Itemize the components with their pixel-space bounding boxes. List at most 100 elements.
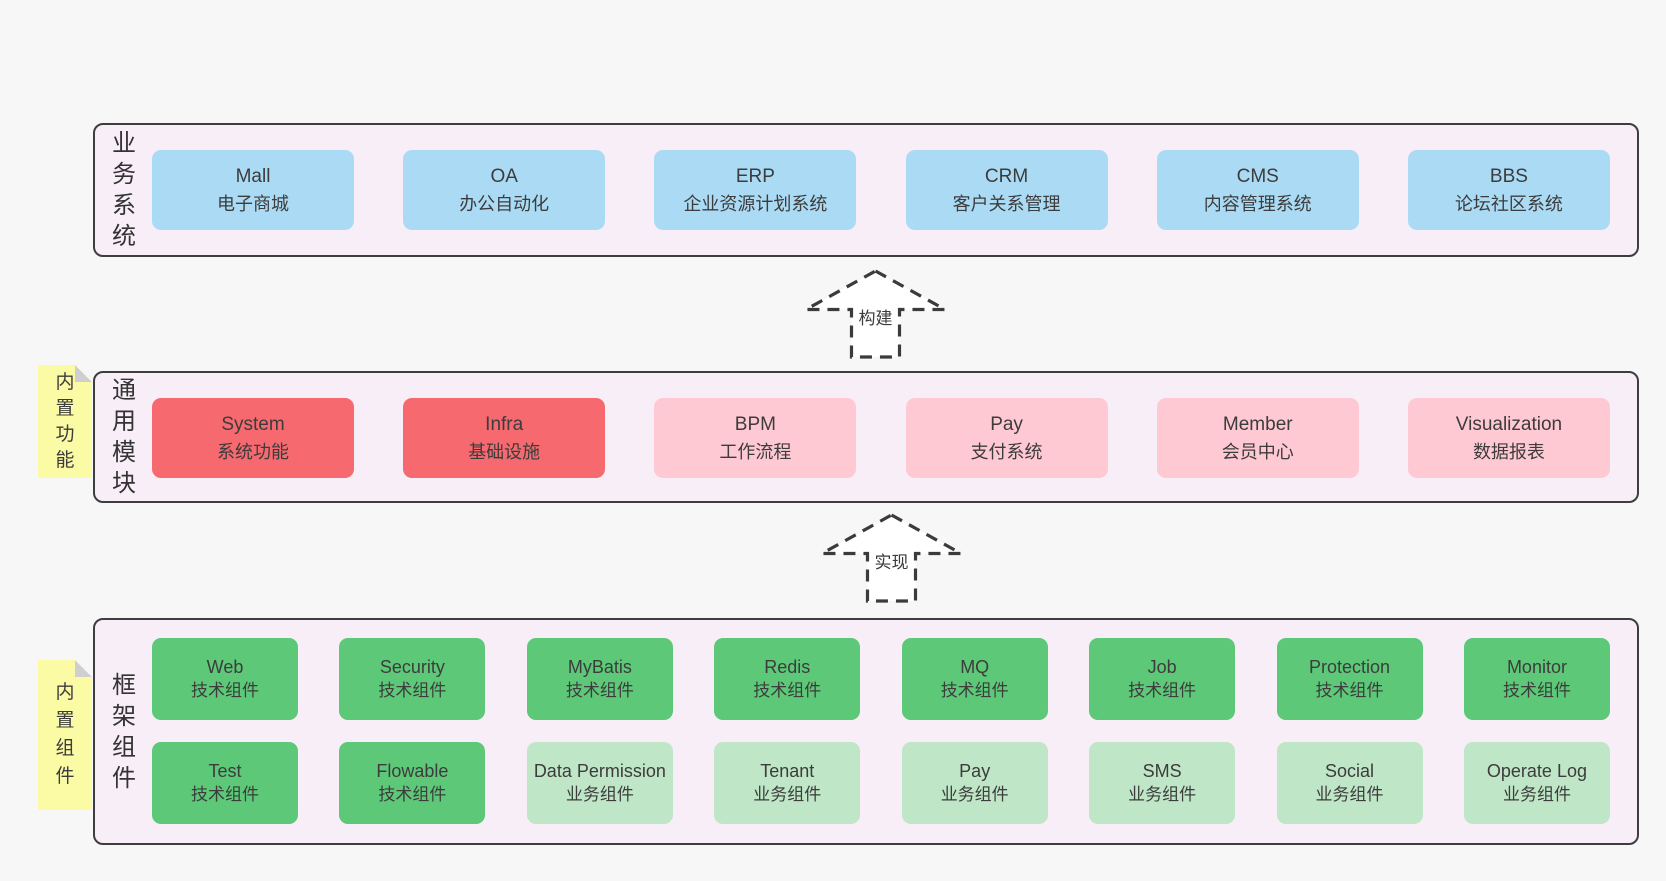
box-system: System 系统功能	[152, 398, 354, 478]
box-mybatis: MyBatis 技术组件	[526, 638, 673, 720]
box-en-label: Test	[208, 761, 242, 781]
box-web: Web 技术组件	[152, 638, 298, 720]
box-zh-label: 数据报表	[1472, 441, 1545, 462]
box-operate-log: Operate Log 业务组件	[1463, 742, 1610, 824]
box-zh-label: 技术组件	[565, 681, 634, 700]
box-social: Social 业务组件	[1276, 742, 1423, 824]
box-tenant: Tenant 业务组件	[714, 742, 861, 824]
implement-arrow: 实现	[819, 512, 964, 604]
box-zh-label: 系统功能	[217, 441, 289, 462]
box-en-label: CRM	[984, 165, 1029, 187]
folded-corner-icon	[75, 660, 92, 677]
box-job: Job 技术组件	[1089, 638, 1236, 720]
box-zh-label: 会员中心	[1221, 441, 1294, 462]
box-en-label: SMS	[1142, 761, 1182, 781]
box-crm: CRM 客户关系管理	[905, 150, 1108, 230]
box-zh-label: 业务组件	[753, 785, 822, 804]
components-box-row-1: Web 技术组件 Security 技术组件 MyBatis 技术组件 Redi…	[152, 638, 1610, 720]
box-oa: OA 办公自动化	[403, 150, 606, 230]
box-erp: ERP 企业资源计划系统	[654, 150, 857, 230]
box-en-label: Mall	[235, 165, 271, 187]
box-zh-label: 论坛社区系统	[1454, 193, 1563, 214]
sticky-note-builtin-components: 内置组件	[38, 660, 92, 810]
box-en-label: Flowable	[376, 761, 449, 781]
box-en-label: OA	[490, 165, 518, 187]
box-zh-label: 业务组件	[940, 785, 1009, 804]
box-zh-label: 电子商城	[217, 193, 289, 214]
sticky-note-text: 内置功能	[55, 371, 75, 471]
box-en-label: Infra	[485, 413, 524, 435]
box-zh-label: 内容管理系统	[1203, 193, 1312, 214]
panel-side-label-modules: 通用模块	[112, 377, 136, 497]
box-en-label: Visualization	[1455, 413, 1563, 435]
box-en-label: Pay	[990, 413, 1023, 435]
box-en-label: Security	[379, 657, 445, 677]
implement-arrow-label: 实现	[871, 552, 912, 574]
box-zh-label: 办公自动化	[459, 193, 550, 214]
box-en-label: MQ	[960, 657, 990, 677]
build-arrow: 构建	[803, 268, 948, 360]
box-zh-label: 技术组件	[191, 785, 259, 804]
box-zh-label: 企业资源计划系统	[683, 193, 828, 214]
box-en-label: Job	[1147, 657, 1177, 677]
box-monitor: Monitor 技术组件	[1463, 638, 1610, 720]
box-en-label: Tenant	[760, 761, 815, 781]
box-en-label: Pay	[959, 761, 991, 781]
box-en-label: Web	[206, 657, 244, 677]
box-zh-label: 业务组件	[1128, 785, 1197, 804]
sticky-note-builtin-features: 内置功能	[38, 365, 92, 478]
build-arrow-label: 构建	[855, 308, 896, 330]
box-mall: Mall 电子商城	[152, 150, 354, 230]
box-en-label: Member	[1222, 413, 1293, 435]
box-bbs: BBS 论坛社区系统	[1407, 150, 1610, 230]
box-redis: Redis 技术组件	[714, 638, 861, 720]
box-sms: SMS 业务组件	[1089, 742, 1236, 824]
modules-box-row: System 系统功能 Infra 基础设施 BPM 工作流程 Pay 支付系统…	[152, 398, 1610, 478]
folded-corner-icon	[75, 365, 92, 382]
box-mq: MQ 技术组件	[901, 638, 1048, 720]
panel-side-label-business: 业务系统	[112, 130, 136, 250]
box-zh-label: 技术组件	[940, 681, 1009, 700]
components-box-row-2: Test 技术组件 Flowable 技术组件 Data Permission …	[152, 742, 1610, 824]
box-en-label: System	[221, 413, 285, 435]
box-pay-component: Pay 业务组件	[901, 742, 1048, 824]
box-en-label: MyBatis	[567, 657, 632, 677]
box-zh-label: 业务组件	[1315, 785, 1384, 804]
box-zh-label: 业务组件	[565, 785, 634, 804]
sticky-note-text: 内置组件	[55, 682, 75, 787]
box-en-label: ERP	[735, 165, 775, 187]
box-zh-label: 技术组件	[753, 681, 822, 700]
panel-side-label-components: 框架组件	[112, 671, 136, 792]
box-en-label: CMS	[1236, 165, 1279, 187]
box-infra: Infra 基础设施	[403, 398, 606, 478]
box-en-label: BPM	[734, 413, 776, 435]
box-flowable: Flowable 技术组件	[339, 742, 486, 824]
box-en-label: Social	[1325, 761, 1375, 781]
box-bpm: BPM 工作流程	[654, 398, 857, 478]
box-en-label: Data Permission	[533, 761, 666, 781]
box-visualization: Visualization 数据报表	[1407, 398, 1610, 478]
box-protection: Protection 技术组件	[1276, 638, 1423, 720]
box-zh-label: 技术组件	[1315, 681, 1384, 700]
box-en-label: Monitor	[1506, 657, 1567, 677]
box-zh-label: 技术组件	[378, 681, 447, 700]
common-modules-panel: 通用模块 System 系统功能 Infra 基础设施 BPM 工作流程 Pay…	[93, 371, 1639, 503]
box-en-label: Operate Log	[1486, 761, 1587, 781]
box-en-label: Redis	[764, 657, 811, 677]
box-data-permission: Data Permission 业务组件	[526, 742, 673, 824]
box-member: Member 会员中心	[1156, 398, 1359, 478]
box-test: Test 技术组件	[152, 742, 298, 824]
box-zh-label: 技术组件	[378, 785, 447, 804]
business-systems-panel: 业务系统 Mall 电子商城 OA 办公自动化 ERP 企业资源计划系统 CRM…	[93, 123, 1639, 257]
box-cms: CMS 内容管理系统	[1156, 150, 1359, 230]
box-zh-label: 工作流程	[719, 441, 792, 462]
box-en-label: BBS	[1489, 165, 1528, 187]
box-zh-label: 技术组件	[1502, 681, 1571, 700]
box-security: Security 技术组件	[339, 638, 486, 720]
business-box-row: Mall 电子商城 OA 办公自动化 ERP 企业资源计划系统 CRM 客户关系…	[152, 150, 1610, 230]
framework-components-panel: 框架组件 Web 技术组件 Security 技术组件 MyBatis 技术组件…	[93, 618, 1639, 845]
box-zh-label: 支付系统	[970, 441, 1043, 462]
box-zh-label: 业务组件	[1502, 785, 1571, 804]
box-zh-label: 客户关系管理	[952, 193, 1061, 214]
